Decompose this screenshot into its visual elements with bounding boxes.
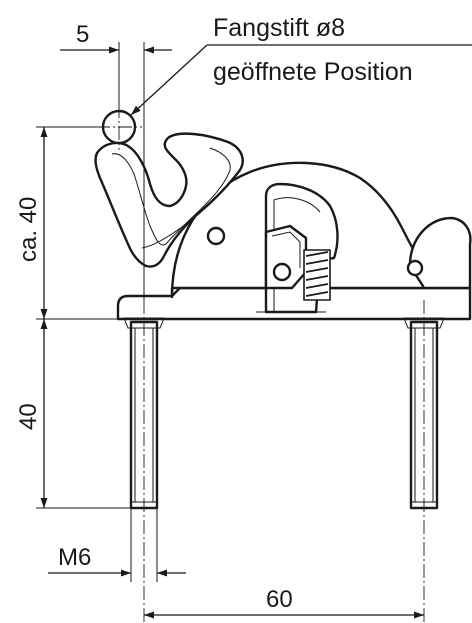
slot-inner-line [273,197,321,312]
pin-name-label: Fangstift ø8 [213,14,345,42]
dim-bolt-spacing: 60 [144,586,424,619]
claw-inner-edge [111,147,231,246]
dim-height-top: ca. 40 [15,126,118,320]
dim-height-bolt-label: 40 [15,403,42,430]
dim-pin-offset: 5 [60,21,172,300]
catch-claw [94,132,244,268]
housing-hook-lobe [408,216,472,290]
dim-bolt-spacing-label: 60 [266,586,293,613]
claw-lower-edge [141,197,215,249]
pivot-hole [206,226,226,246]
spring [303,249,331,301]
dim-height-top-label: ca. 40 [15,197,42,262]
dim-thread-label: M6 [58,544,91,571]
dim-height-bolt: 40 [15,319,131,509]
dim-pin-offset-label: 5 [76,21,89,48]
bolt-right [403,300,445,622]
cam-pin [272,262,292,282]
bolt-left [123,300,165,622]
roller-pin [406,259,424,277]
pin-position-label: geöffnete Position [213,58,413,86]
catch-pin-circle [96,104,142,150]
dim-thread: M6 [48,508,186,582]
locking-block-edge [271,231,301,268]
pin-leader: Fangstift ø8 geöffnete Position [130,14,472,116]
latch-assembly [94,132,472,321]
